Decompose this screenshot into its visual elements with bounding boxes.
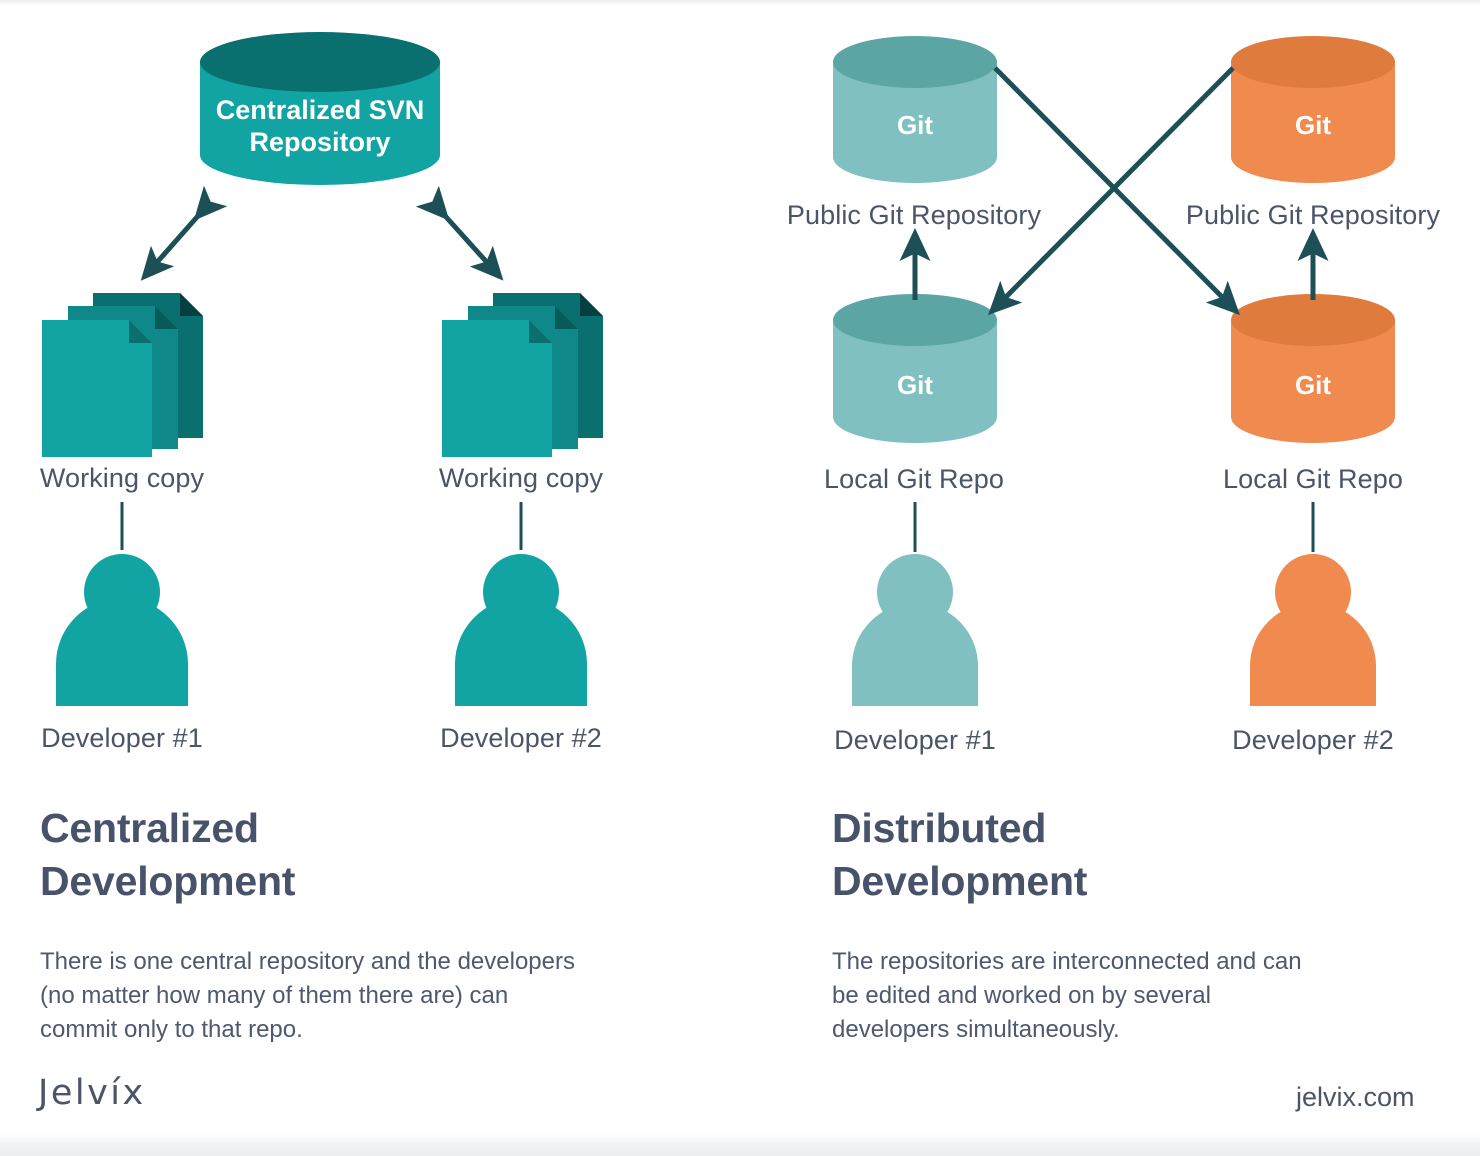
- distributed-body: The repositories are interconnected and …: [832, 948, 1302, 1044]
- arrow-public1-to-local2: [993, 66, 1240, 316]
- public-git-repo-label-1: Git: [896, 110, 934, 140]
- local-git-repo-cylinder-2: [1231, 294, 1395, 443]
- local-git-repo-caption-1: Local Git Repo: [824, 464, 1004, 494]
- developer-figure-left-1: [56, 554, 188, 706]
- jelvix-logo[interactable]: Jelvíx: [38, 1073, 146, 1113]
- developer-figure-right-1: [852, 554, 978, 706]
- developer-figure-left-2: [455, 554, 587, 706]
- public-git-repo-label-2: Git: [1294, 110, 1332, 140]
- arrow-public2-to-local1: [988, 66, 1235, 316]
- developer-label-right-1: Developer #1: [834, 725, 996, 755]
- local-git-repo-label-1: Git: [896, 370, 934, 400]
- developer-label-right-2: Developer #2: [1232, 725, 1394, 755]
- local-git-repo-cylinder-1: [833, 294, 997, 443]
- svn-arrow-right: [415, 185, 504, 281]
- public-git-repo-caption-1: Public Git Repository: [786, 200, 1042, 230]
- local-git-repo-label-2: Git: [1294, 370, 1332, 400]
- website-url[interactable]: jelvix.com: [1296, 1082, 1415, 1112]
- distributed-heading: Distributed Development: [832, 805, 1088, 905]
- working-copy-label-1: Working copy: [39, 463, 205, 493]
- working-copy-stack-1: [42, 293, 203, 457]
- local-git-repo-caption-2: Local Git Repo: [1223, 464, 1403, 494]
- page-bottom-edge: [0, 1134, 1480, 1156]
- svn-repository-label: Centralized SVN Repository: [215, 95, 425, 157]
- centralized-heading: Centralized Development: [40, 805, 296, 905]
- developer-label-left-2: Developer #2: [440, 723, 602, 753]
- page-top-edge: [0, 0, 1480, 6]
- svn-arrow-left: [140, 185, 228, 281]
- public-git-repo-caption-2: Public Git Repository: [1185, 200, 1441, 230]
- centralized-body: There is one central repository and the …: [40, 948, 575, 1044]
- working-copy-label-2: Working copy: [438, 463, 604, 493]
- working-copy-stack-2: [442, 293, 603, 457]
- developer-label-left-1: Developer #1: [41, 723, 203, 753]
- developer-figure-right-2: [1250, 554, 1376, 706]
